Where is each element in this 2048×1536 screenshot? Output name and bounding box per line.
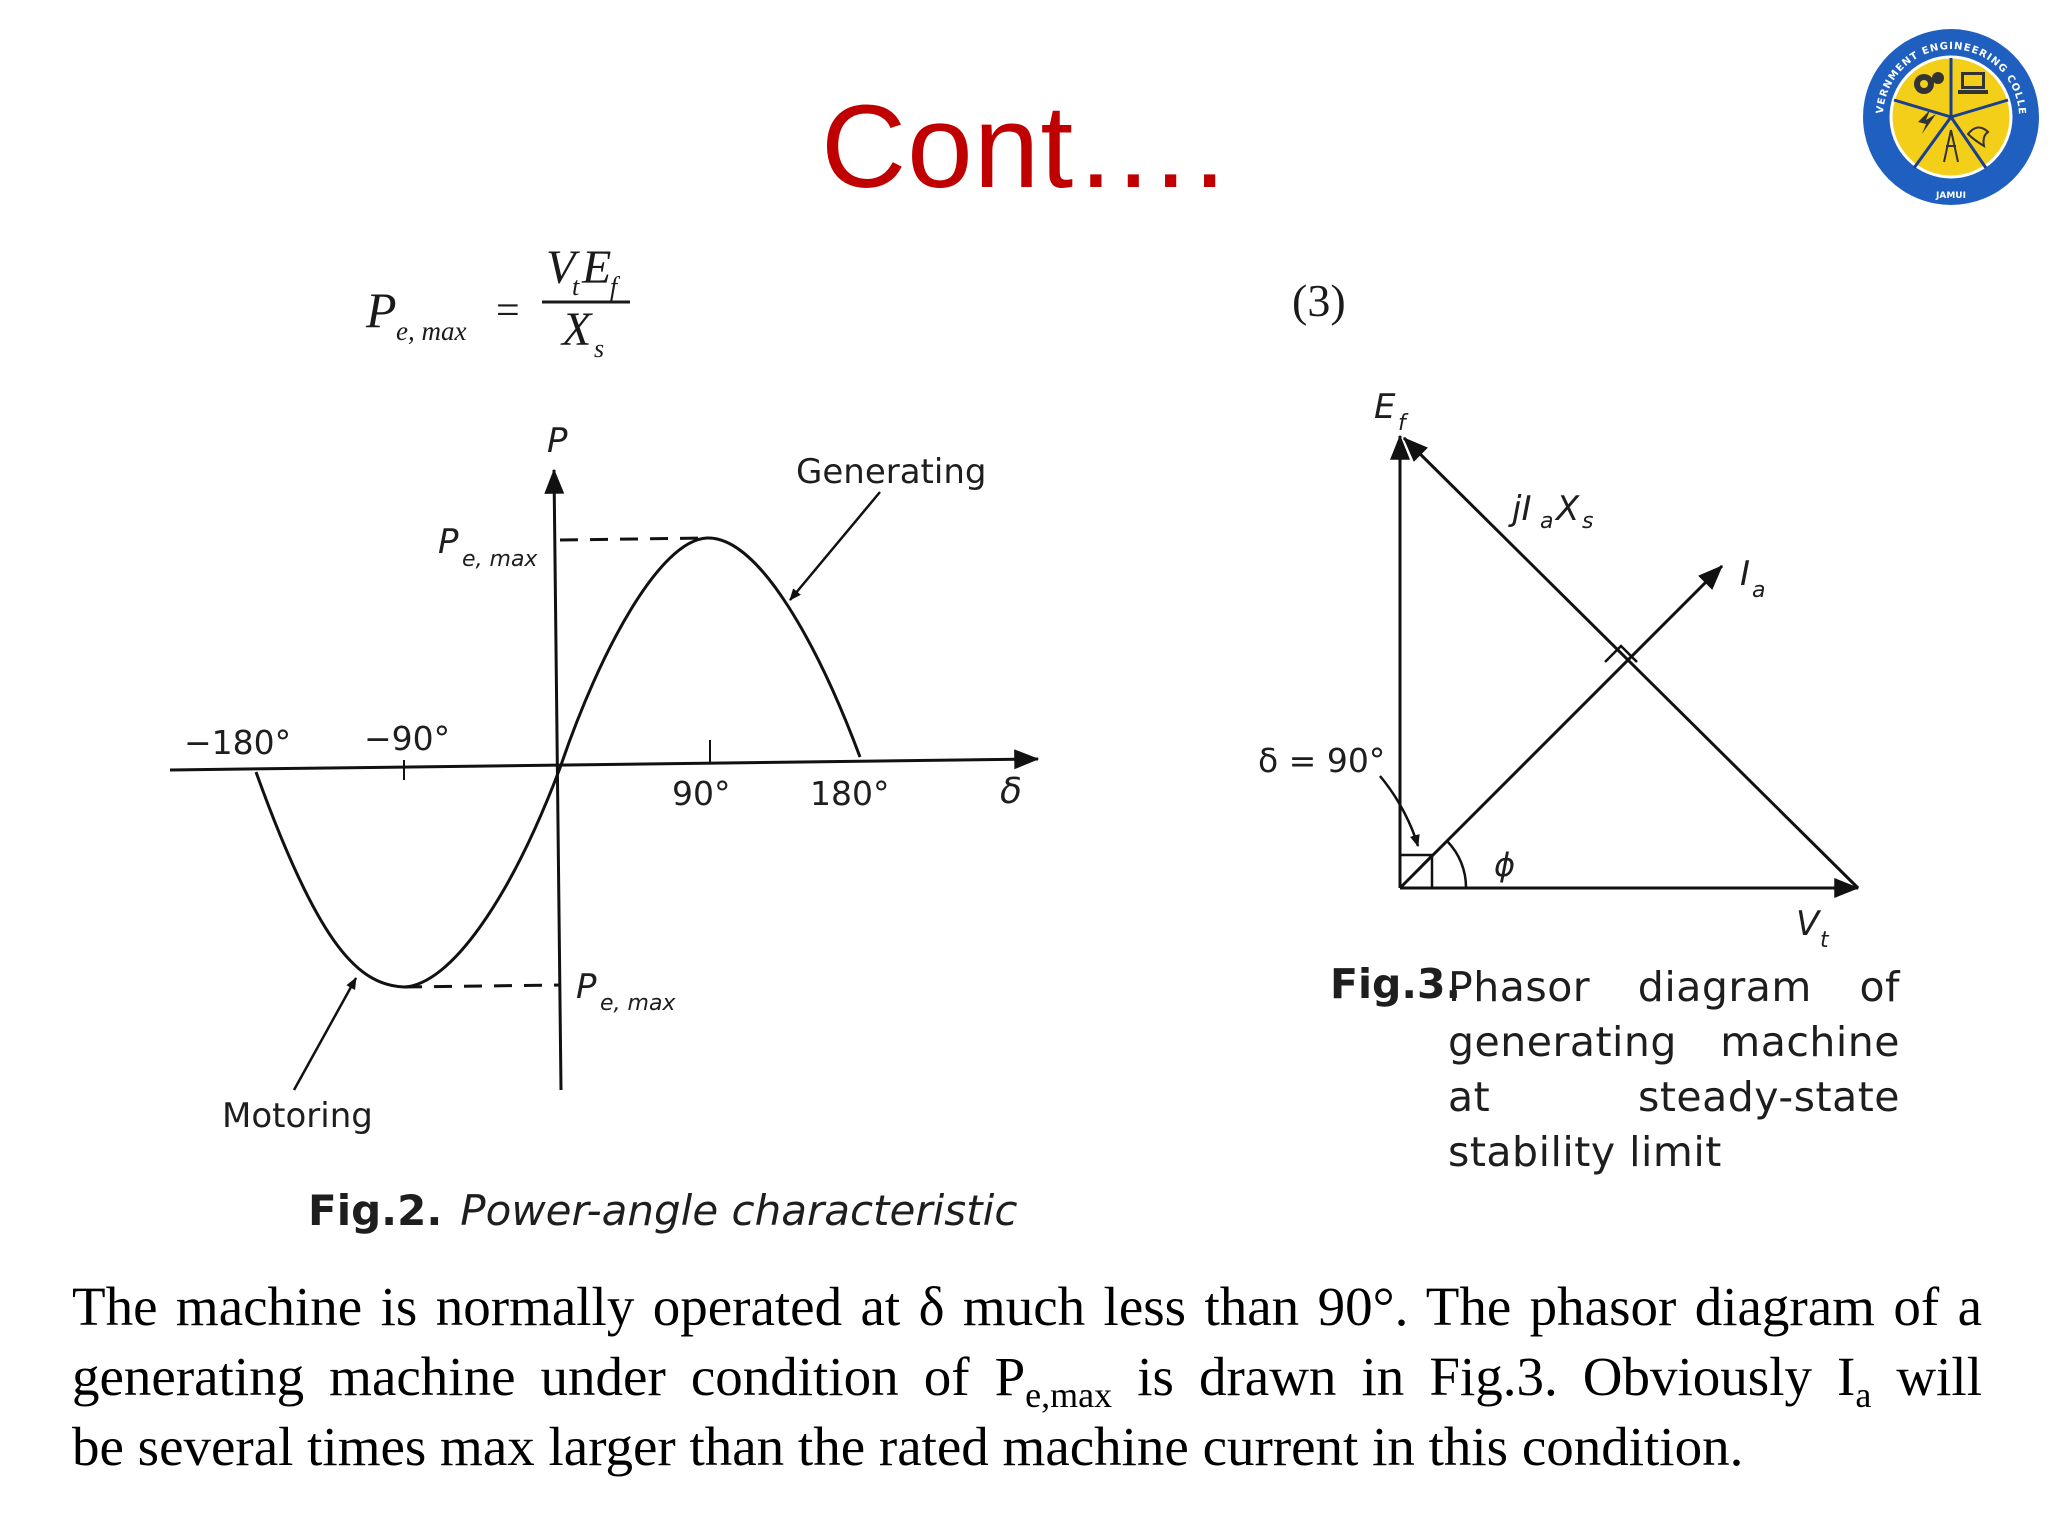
fig3-ia-phasor (1398, 564, 1724, 890)
fig3-perpendicular-marker (1604, 644, 1638, 663)
eq-lhs-symbol: P (365, 282, 397, 338)
slide-title: Cont…. (820, 81, 1228, 213)
paragraph-line-2-sub2: a (1855, 1375, 1872, 1415)
fig2-power-curve (254, 536, 862, 989)
fig2-tick-label-180: 180° (810, 774, 890, 813)
pe-max-equation: P e, max = V t E f X s (3) (365, 241, 1346, 363)
fig3-jiaxs-x: X (1554, 489, 1580, 529)
eq-den-x-sub: s (594, 334, 604, 363)
fig3-ia-label: I (1740, 554, 1750, 594)
fig3-phasor-diagram: E f jI a X s I a δ = 90° ϕ V t (1258, 387, 1860, 953)
fig2-caption-text: Power-angle characteristic (460, 1186, 1018, 1235)
fig2-pmax-bottom-label: P (576, 967, 597, 1007)
fig2-generating-arrow (789, 491, 881, 601)
fig2-pmax-dash-bottom (403, 983, 561, 989)
fig2-pmax-top-label: P (438, 522, 459, 562)
fig2-generating-label: Generating (796, 452, 986, 492)
fig3-ia-sub: a (1752, 578, 1765, 603)
fig3-delta-box (1399, 854, 1433, 889)
fig2-x-axis (169, 749, 1040, 772)
explanation-paragraph: The machine is normally operated at δ mu… (72, 1272, 1982, 1482)
fig3-ef-label: E (1374, 387, 1396, 427)
eq-num-v: V (546, 241, 580, 294)
paragraph-line-3: be several times max larger than the rat… (72, 1416, 1744, 1477)
eq-num-e-sub: f (610, 272, 621, 301)
fig2-y-axis (544, 468, 565, 1091)
bird-icon (1966, 126, 1990, 149)
eq-num-e: E (581, 241, 611, 294)
fig2-pmax-bottom-sub: e, max (600, 991, 676, 1016)
paragraph-line-2a: generating machine under condition of P (72, 1346, 1026, 1407)
fig2-tick-label-neg90: −90° (364, 719, 450, 758)
gear-icon (1914, 72, 1944, 94)
fig3-vt-sub: t (1820, 928, 1830, 953)
paragraph-line-2b: is drawn in Fig.3. Obviously I (1112, 1346, 1856, 1407)
fig2-x-axis-label: δ (1000, 771, 1022, 812)
fig3-jiaxs-phasor (1402, 436, 1860, 890)
eq-equals: = (496, 288, 520, 334)
fig2-motoring-label: Motoring (222, 1096, 373, 1136)
fig3-ef-sub: f (1398, 411, 1409, 436)
paragraph-line-2-sub: e,max (1025, 1375, 1113, 1415)
computer-icon (1958, 72, 1988, 94)
eq-number: (3) (1292, 275, 1346, 326)
fig3-delta-label: δ = 90° (1258, 741, 1385, 780)
fig3-phi-arc (1446, 840, 1468, 889)
fig2-power-angle: P δ −180° −90° 90° 180° P e, max P e, ma… (169, 421, 1040, 1136)
fig3-caption: Fig.3. Phasor diagram of generating mach… (1330, 960, 1900, 1180)
tower-icon (1943, 129, 1959, 163)
fig3-phi-label: ϕ (1494, 846, 1515, 884)
fig2-pmax-top-sub: e, max (462, 547, 538, 572)
lightning-icon (1918, 110, 1936, 134)
paragraph-line-2c: will (1871, 1346, 1982, 1407)
fig2-pmax-dash-top (559, 536, 708, 542)
eq-num-v-sub: t (572, 272, 580, 301)
fig3-delta-arrow (1379, 775, 1420, 847)
fig2-caption: Fig.2. Power-angle characteristic (308, 1186, 1017, 1235)
fig2-motoring-arrow (292, 977, 358, 1091)
fig3-caption-num: Fig.3. (1330, 960, 1462, 1008)
paragraph-line-2: generating machine under condition of Pe… (72, 1342, 1982, 1415)
college-logo: GOVERNMENT ENGINEERING COLLEGE JAMUI (1856, 22, 2043, 209)
paragraph-line-1: The machine is normally operated at δ mu… (72, 1276, 1982, 1337)
fig3-jiaxs-a: a (1540, 509, 1553, 534)
eq-lhs-subscript: e, max (396, 316, 466, 346)
logo-bottom-text: JAMUI (1935, 191, 1966, 201)
fig3-jiaxs-s: s (1582, 509, 1593, 534)
fig2-caption-num: Fig.2. (308, 1186, 443, 1235)
fig3-jiaxs-j: jI (1508, 489, 1531, 529)
fig2-tick-label-90: 90° (672, 774, 731, 813)
fig2-y-axis-label: P (547, 421, 568, 461)
fig2-tick-label-neg180: −180° (184, 723, 291, 762)
fig3-caption-text: Phasor diagram of generating machine at … (1448, 963, 1900, 1176)
eq-den-x: X (560, 303, 593, 356)
fig3-vt-label: V (1796, 904, 1822, 944)
